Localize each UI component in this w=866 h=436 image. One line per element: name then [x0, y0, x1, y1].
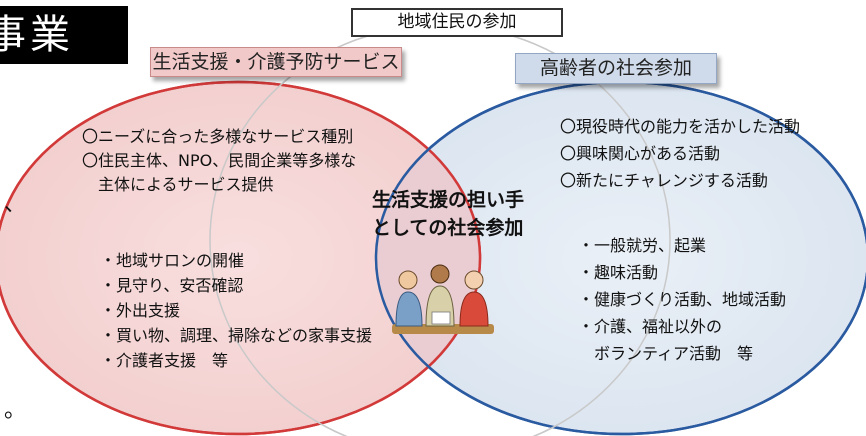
intersection-text: 生活支援の担い手 としての社会参加	[372, 186, 525, 242]
intersection-line: 生活支援の担い手	[372, 189, 525, 211]
title-banner: 事業	[0, 6, 128, 64]
list-item: ・趣味活動	[578, 263, 659, 282]
right-set-bottom-list: ・一般就労、起業 ・趣味活動 ・健康づくり活動、地域活動 ・介護、福祉以外の ボ…	[578, 232, 786, 367]
list-item: ボランティア活動 等	[578, 344, 754, 363]
list-item: ・介護者支援 等	[100, 351, 229, 370]
frame-label: 地域住民の参加	[351, 8, 563, 37]
list-item: 〇住民主体、NPO、民間企業等多様な	[82, 151, 357, 170]
list-item: ・介護、福祉以外の	[578, 317, 723, 336]
edge-mark: 、	[4, 192, 27, 217]
left-set-top-list: 〇ニーズに合った多様なサービス種別 〇住民主体、NPO、民間企業等多様な 主体に…	[82, 125, 356, 197]
list-item: 主体によるサービス提供	[82, 175, 274, 194]
list-item: ・外出支援	[100, 301, 181, 320]
list-item: 〇新たにチャレンジする活動	[560, 171, 768, 190]
list-item: 〇現役時代の能力を活かした活動	[560, 117, 801, 136]
edge-mark: 。	[4, 398, 27, 423]
list-item: 〇ニーズに合った多様なサービス種別	[82, 127, 354, 146]
list-item: 〇興味関心がある活動	[560, 144, 721, 163]
intersection-line: としての社会参加	[372, 217, 524, 239]
list-item: ・買い物、調理、掃除などの家事支援	[100, 326, 373, 345]
list-item: ・地域サロンの開催	[100, 251, 245, 270]
right-set-label: 高齢者の社会参加	[515, 53, 717, 84]
list-item: ・健康づくり活動、地域活動	[578, 290, 787, 309]
right-set-top-list: 〇現役時代の能力を活かした活動 〇興味関心がある活動 〇新たにチャレンジする活動	[560, 113, 800, 194]
people-meeting-illustration	[392, 264, 494, 334]
list-item: ・一般就労、起業	[578, 236, 707, 255]
left-set-bottom-list: ・地域サロンの開催 ・見守り、安否確認 ・外出支援 ・買い物、調理、掃除などの家…	[100, 248, 372, 373]
left-set-label: 生活支援・介護予防サービス	[150, 47, 402, 77]
list-item: ・見守り、安否確認	[100, 276, 244, 295]
